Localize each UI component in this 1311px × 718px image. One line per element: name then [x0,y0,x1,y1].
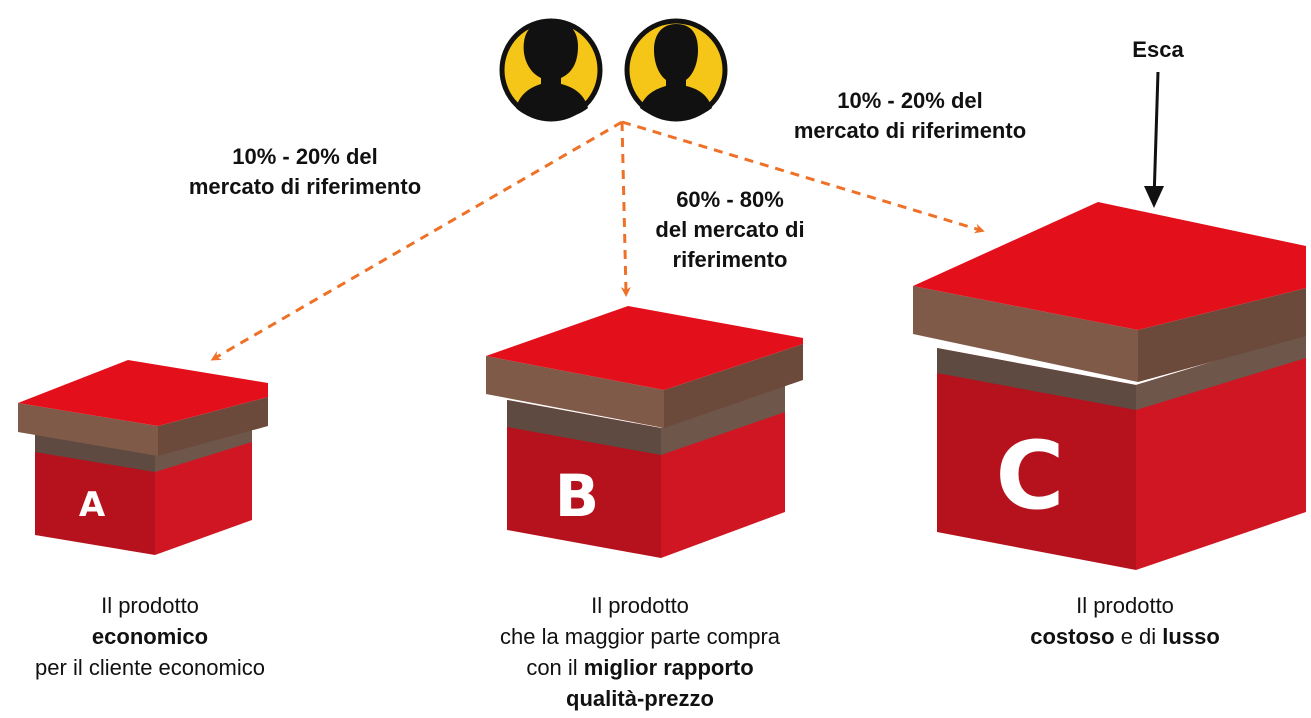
caption-a-line1: Il prodotto [101,593,199,618]
decoy-label: Esca [1132,37,1184,62]
share-a-line2: mercato di riferimento [188,174,422,199]
box-b: B [486,306,803,558]
caption-c-line1: Il prodotto [1076,593,1174,618]
caption-c-bold-2: lusso [1162,624,1220,649]
caption-b-line2: che la maggior parte compra [499,624,781,649]
caption-b: Il prodotto che la maggior parte compra … [440,590,840,714]
share-c-line2: mercato di riferimento [793,118,1027,143]
caption-a: Il prodotto economico per il cliente eco… [0,590,300,683]
arrow-to-c [621,120,985,234]
share-b-line1: 60% - 80% [676,187,784,212]
woman-avatar-icon [499,18,603,122]
share-b-line2: del mercato di [655,217,805,242]
decoy-arrow [1152,71,1160,201]
caption-c: Il prodotto costoso e di lusso [975,590,1275,652]
caption-b-line3-bold: miglior rapporto [583,655,754,680]
caption-a-bold: economico [91,624,209,649]
decoy-arrowhead [1144,186,1164,208]
share-c-line1: 10% - 20% del [837,88,983,113]
box-a: A [18,360,268,555]
caption-b-line3-pre: con il [526,655,584,680]
share-b-line3: riferimento [672,247,788,272]
caption-b-line1: Il prodotto [591,593,689,618]
box-a-letter: A [79,485,106,525]
box-c: C [913,202,1306,570]
box-c-letter: C [996,422,1065,531]
share-label-c: 10% - 20% del mercato di riferimento [755,86,1065,146]
caption-a-line3: per il cliente economico [35,655,265,680]
share-label-a: 10% - 20% del mercato di riferimento [150,142,460,202]
man-avatar-icon [624,18,728,122]
box-b-letter: B [555,462,599,530]
caption-c-bold-1: costoso [1030,624,1115,649]
caption-b-line4-bold: qualità-prezzo [566,686,714,711]
caption-c-mid: e di [1114,624,1163,649]
share-a-line1: 10% - 20% del [232,144,378,169]
arrow-to-a [210,120,623,361]
arrow-to-b [620,121,631,297]
share-label-b: 60% - 80% del mercato di riferimento [630,185,830,275]
